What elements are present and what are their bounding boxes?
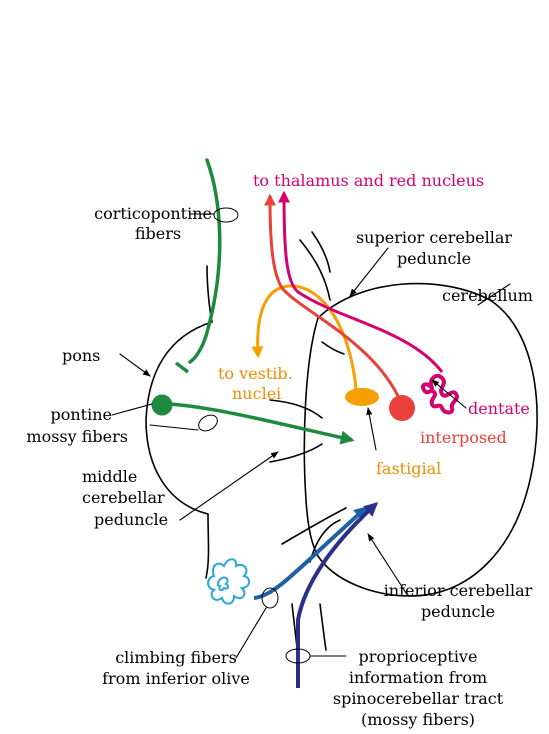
label-superior-peduncle-2: peduncle (397, 249, 471, 268)
label-corticopontine: corticopontine (94, 204, 212, 223)
fastigial-nucleus (345, 388, 379, 406)
label-superior-peduncle: superior cerebellar (356, 228, 512, 247)
label-information-from: information from (349, 668, 487, 687)
label-interposed: interposed (420, 428, 507, 447)
label-vestib: to vestib. (218, 364, 293, 383)
label-fastigial: fastigial (376, 459, 441, 478)
label-middle-cerebellar: cerebellar (82, 488, 165, 507)
label-inferior-olive: from inferior olive (102, 669, 250, 688)
pontine-mossy-fiber (170, 404, 352, 440)
label-climbing-fibers: climbing fibers (115, 648, 237, 667)
pontine-marker (196, 412, 220, 434)
label-middle-peduncle: peduncle (94, 510, 168, 529)
dentate-output-path (284, 193, 442, 372)
label-corticopontine-fibers: fibers (135, 224, 181, 243)
label-mossy-fibers: mossy fibers (26, 427, 128, 446)
label-spinocerebellar: spinocerebellar tract (333, 689, 504, 708)
inferior-olive (208, 559, 249, 604)
superior-peduncle-lines (300, 232, 344, 354)
label-cerebellum: cerebellum (442, 286, 533, 305)
label-inferior-peduncle: inferior cerebellar (384, 581, 533, 600)
label-proprioceptive: proprioceptive (359, 647, 478, 666)
label-pontine: pontine (51, 405, 113, 424)
label-pons: pons (62, 346, 100, 365)
interposed-nucleus (389, 395, 415, 421)
label-mossy-fibers-2: (mossy fibers) (361, 710, 475, 729)
label-thalamus: to thalamus and red nucleus (253, 171, 484, 190)
pontine-neuron (152, 395, 173, 416)
corticopontine-fiber (190, 160, 220, 362)
pons-outline (146, 266, 212, 578)
label-inferior-peduncle-2: peduncle (421, 602, 495, 621)
label-middle: middle (82, 467, 137, 486)
label-dentate: dentate (468, 399, 530, 418)
inferior-peduncle-lines (282, 508, 346, 656)
dentate-nucleus (423, 376, 457, 413)
label-vestib-nuclei: nuclei (232, 384, 281, 403)
corticopontine-terminal (176, 363, 188, 372)
